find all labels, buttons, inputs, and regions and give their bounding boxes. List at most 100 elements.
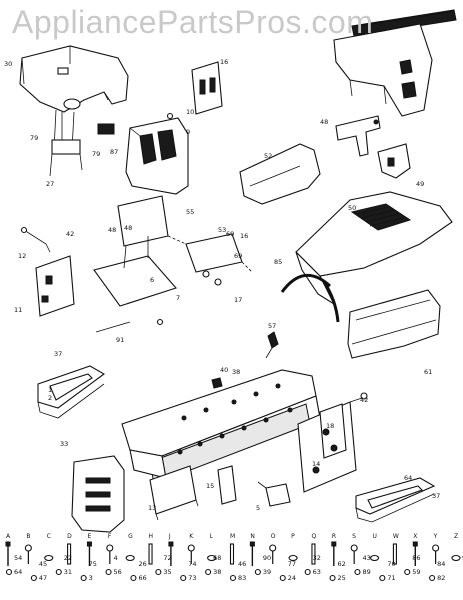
hardware-letter: E <box>87 533 91 540</box>
hardware-number: 64 <box>14 568 22 576</box>
hardware-letter: P <box>291 533 295 540</box>
washer <box>288 554 298 562</box>
nut <box>379 574 386 582</box>
part-label: 30 <box>4 60 12 68</box>
pin <box>148 543 153 565</box>
hardware-number: 54 <box>14 554 22 562</box>
screw-head <box>350 544 358 552</box>
part-label: 12 <box>18 252 26 260</box>
hardware-callout: 56 <box>105 568 122 576</box>
hardware-callout: 31 <box>55 568 72 576</box>
pin <box>67 543 72 565</box>
part-label: 6 <box>150 276 154 284</box>
watermark-text: AppliancePartsPros.com <box>12 4 374 40</box>
hardware-number: 56 <box>114 568 122 576</box>
part-label: 50 <box>348 204 356 212</box>
nut <box>105 568 112 576</box>
hardware-number: 38 <box>213 568 221 576</box>
hardware-callout: 26 <box>138 560 146 568</box>
part-label: 15 <box>206 482 214 490</box>
nut <box>5 568 13 576</box>
hardware-callout: 4 <box>114 554 118 562</box>
hardware-number: 3 <box>89 574 93 582</box>
hardware-letter: S <box>352 533 356 540</box>
nut <box>404 568 411 576</box>
bolt-head <box>5 541 11 547</box>
hood-bracket-48 <box>335 115 381 157</box>
brake-bracket <box>20 226 75 317</box>
part-label: 52 <box>264 152 272 160</box>
bolt-head <box>412 541 418 547</box>
hardware-number: 25 <box>338 574 346 582</box>
part-label: 11 <box>14 306 22 314</box>
part-label: 27 <box>46 180 54 188</box>
part-label: 49 <box>416 180 424 188</box>
hardware-letter: Y <box>433 533 438 540</box>
dash-panel-assembly <box>19 45 129 177</box>
bracket-16 <box>191 61 223 115</box>
nut <box>254 568 261 576</box>
grille-68 <box>351 9 457 37</box>
bolt-head <box>86 541 92 547</box>
hardware-callout: 25 <box>329 574 346 582</box>
nut <box>279 574 286 582</box>
hardware-callout: 3 <box>80 574 93 582</box>
part-label: 16 <box>240 232 248 240</box>
hardware-number: 83 <box>238 574 246 582</box>
hardware-letter: B <box>26 533 30 540</box>
hardware-number: 72 <box>163 554 171 562</box>
part-label: 17 <box>234 296 242 304</box>
bolt-head <box>168 541 174 547</box>
part-label: 85 <box>274 258 282 266</box>
washer <box>451 554 461 562</box>
part-label: 55 <box>186 208 194 216</box>
hardware-number: 71 <box>387 574 395 582</box>
hardware-number: 89 <box>362 568 370 576</box>
hardware-letter: U <box>373 533 377 540</box>
pin <box>392 543 397 565</box>
dash-frame-35 <box>333 23 433 117</box>
hardware-callout: 43 <box>362 554 370 562</box>
hardware-number: 47 <box>39 574 47 582</box>
hardware-callout: 74 <box>188 560 196 568</box>
side-panel-52 <box>239 143 321 205</box>
hardware-callout: 63 <box>304 568 321 576</box>
hardware-number: 26 <box>138 560 146 568</box>
part-label: 7 <box>176 294 180 302</box>
hardware-callout: 38 <box>205 568 221 576</box>
hardware-number: 62 <box>338 560 346 568</box>
part-label: 10 <box>186 108 194 116</box>
hardware-callout: 35 <box>155 568 172 576</box>
hardware-callout: 77 <box>288 560 296 568</box>
rear-hitch-plate <box>71 455 125 533</box>
hardware-letter: C <box>47 533 51 540</box>
nut <box>180 574 187 582</box>
hardware-callout: 75 <box>89 560 97 568</box>
hardware-letter: Z <box>454 533 458 540</box>
nut <box>55 568 62 576</box>
screw-head <box>106 544 114 552</box>
hardware-callout: 32 <box>313 554 321 562</box>
pin <box>229 543 235 565</box>
part-label: 13 <box>148 504 156 512</box>
hardware-callout: 70 <box>387 560 395 568</box>
hardware-callout: 86 <box>412 554 420 562</box>
nut <box>205 568 212 576</box>
hardware-number: 63 <box>313 568 321 576</box>
main-frame <box>121 369 321 521</box>
part-label: 69 <box>234 252 242 260</box>
hardware-letter: L <box>210 533 214 540</box>
hardware-number: 4 <box>114 554 118 562</box>
hardware-number: 70 <box>387 560 395 568</box>
hardware-callout: 45 <box>39 560 47 568</box>
hardware-number: 82 <box>437 574 445 582</box>
hardware-callout: 39 <box>254 568 271 576</box>
part-label: 42 <box>360 396 368 404</box>
part-label: 5 <box>256 504 260 512</box>
washer <box>125 554 135 562</box>
nut <box>130 574 137 582</box>
part-label: 91 <box>116 336 124 344</box>
